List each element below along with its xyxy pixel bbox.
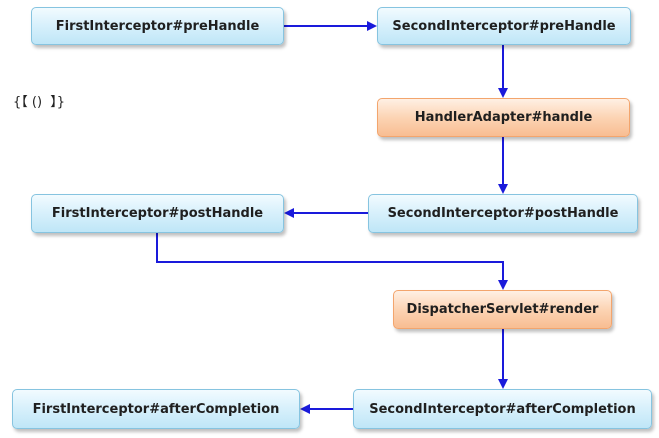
second-interceptor-posthandle-node: SecondInterceptor#postHandle <box>368 194 638 233</box>
second-interceptor-aftercompletion-node: SecondInterceptor#afterCompletion <box>353 389 652 429</box>
first-interceptor-posthandle-node: FirstInterceptor#postHandle <box>31 194 284 233</box>
dispatcher-servlet-render-node: DispatcherServlet#render <box>393 290 612 329</box>
arrow-first-post-to-render <box>156 233 508 290</box>
first-interceptor-prehandle-node: FirstInterceptor#preHandle <box>31 7 284 45</box>
bracket-note: {【 () 】} <box>13 95 66 110</box>
second-interceptor-prehandle-node: SecondInterceptor#preHandle <box>377 7 631 45</box>
first-interceptor-aftercompletion-node: FirstInterceptor#afterCompletion <box>12 389 300 429</box>
handler-adapter-handle-node: HandlerAdapter#handle <box>377 98 630 137</box>
